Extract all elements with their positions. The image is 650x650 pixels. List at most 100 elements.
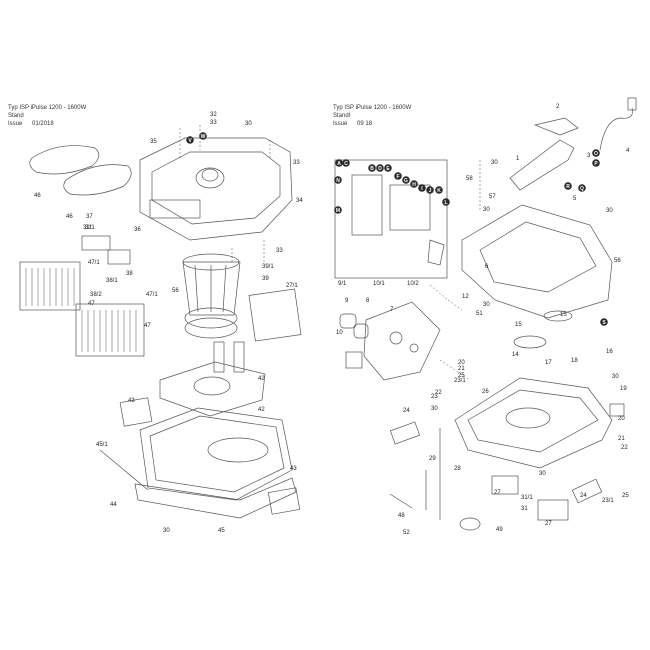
svg-text:R: R bbox=[566, 184, 570, 190]
right-issue-row: Issue 09 18 bbox=[333, 121, 373, 127]
right-part-number: 21 bbox=[618, 436, 625, 442]
left-part-number: 33 bbox=[210, 120, 217, 126]
right-part-number: 20 bbox=[458, 360, 465, 366]
right-part-number: 22 bbox=[621, 445, 628, 451]
svg-text:W: W bbox=[201, 134, 206, 140]
right-part-letter-badge: K bbox=[435, 186, 443, 194]
filter-pleats bbox=[25, 268, 137, 352]
left-stand-label: Stand bbox=[8, 113, 24, 119]
svg-text:F: F bbox=[396, 174, 399, 180]
right-part-number: 12 bbox=[462, 294, 469, 300]
right-part-number: 28 bbox=[454, 466, 461, 472]
right-part-letter-badge: I bbox=[418, 184, 426, 192]
right-part-letter-badge: O bbox=[592, 149, 600, 157]
carry-handle bbox=[509, 139, 575, 191]
right-part-number: 6 bbox=[485, 264, 489, 270]
container-base bbox=[134, 477, 297, 519]
right-part-letter-badge: F bbox=[394, 172, 402, 180]
left-title-block: Typ ISP iPulse 1200 - 1600W Stand Issue … bbox=[8, 104, 86, 128]
svg-text:A: A bbox=[337, 161, 341, 167]
control-knob bbox=[389, 331, 403, 345]
rod-part bbox=[99, 449, 149, 491]
foam-pad bbox=[248, 288, 302, 342]
suction-port bbox=[505, 407, 551, 429]
right-part-number: 27 bbox=[494, 490, 501, 496]
right-part-number: 24 bbox=[580, 493, 587, 499]
right-part-number: 16 bbox=[606, 349, 613, 355]
right-part-number: 29 bbox=[429, 456, 436, 462]
left-part-number: 38 bbox=[126, 271, 133, 277]
right-part-letter-badge: P bbox=[592, 159, 600, 167]
left-part-number: 47/1 bbox=[88, 260, 100, 266]
right-part-number: 23/1 bbox=[454, 378, 466, 384]
motor-cover bbox=[139, 137, 293, 241]
pin-part bbox=[389, 493, 413, 509]
right-part-number: 23/1 bbox=[602, 498, 614, 504]
left-part-number: 30 bbox=[163, 528, 170, 534]
right-part-number: 25 bbox=[458, 373, 465, 379]
svg-text:Q: Q bbox=[580, 186, 584, 192]
svg-text:K: K bbox=[437, 188, 441, 194]
right-part-number: 51 bbox=[476, 311, 483, 317]
dust-container bbox=[139, 407, 293, 501]
left-part-number: 38/1 bbox=[106, 278, 118, 284]
right-part-number: 52 bbox=[403, 530, 410, 536]
right-part-number: 7 bbox=[390, 307, 394, 313]
left-part-number: 31/1 bbox=[83, 225, 95, 231]
right-part-letter-badge: J bbox=[426, 186, 434, 194]
right-type-label: Typ ISP iPulse 1200 - 1600W bbox=[333, 105, 412, 111]
right-part-letter-badge: S bbox=[600, 318, 608, 326]
right-part-number: 5 bbox=[573, 196, 577, 202]
right-part-number: 8 bbox=[366, 298, 370, 304]
motor-cover-hub bbox=[195, 167, 225, 189]
right-stand-label: Standl bbox=[333, 113, 351, 119]
electronics-detail-frame bbox=[334, 159, 448, 279]
right-part-number: 56 bbox=[614, 258, 621, 264]
motor-ring bbox=[184, 317, 238, 339]
right-part-letter-badge: C bbox=[342, 159, 350, 167]
right-part-letter-badge: G bbox=[402, 176, 410, 184]
power-cable bbox=[599, 107, 633, 151]
svg-text:I: I bbox=[421, 186, 423, 192]
right-part-number: 14 bbox=[512, 352, 519, 358]
right-part-number: 30 bbox=[491, 160, 498, 166]
left-part-number: 44 bbox=[110, 502, 117, 508]
right-part-number: 30 bbox=[483, 207, 490, 213]
right-part-number: 23 bbox=[431, 394, 438, 400]
right-part-number: 25 bbox=[622, 493, 629, 499]
handle-grip bbox=[533, 117, 579, 136]
left-part-number: 37 bbox=[86, 214, 93, 220]
right-part-number: 10/2 bbox=[407, 281, 419, 287]
left-part-number: 39/1 bbox=[262, 264, 274, 270]
left-type-label: Typ ISP iPulse 1200 - 1600W bbox=[8, 105, 87, 111]
right-part-number: 30 bbox=[431, 406, 438, 412]
side-cover bbox=[119, 397, 153, 427]
filter-cassette-left bbox=[19, 261, 81, 311]
left-part-number: 46 bbox=[66, 214, 73, 220]
right-part-letter-badge: B bbox=[368, 164, 376, 172]
left-part-letter-badge: V bbox=[186, 136, 194, 144]
left-part-number: 42 bbox=[258, 376, 265, 382]
svg-text:P: P bbox=[594, 161, 598, 167]
svg-text:O: O bbox=[594, 151, 598, 157]
svg-text:B: B bbox=[370, 166, 374, 172]
side-cover-right bbox=[267, 487, 301, 515]
right-part-letter-badge: R bbox=[564, 182, 572, 190]
right-title-block: Typ ISP iPulse 1200 - 1600W Standl Issue… bbox=[333, 104, 411, 128]
right-part-number: 57 bbox=[489, 194, 496, 200]
left-part-number: 30 bbox=[245, 121, 252, 127]
left-part-number: 47 bbox=[144, 323, 151, 329]
svg-text:E: E bbox=[386, 166, 390, 172]
left-issue-row: Issue 01/2018 bbox=[8, 121, 54, 127]
valve-part bbox=[107, 249, 131, 265]
left-part-number: 27/1 bbox=[286, 283, 298, 289]
right-part-number: 1 bbox=[516, 156, 520, 162]
right-part-number: 15 bbox=[560, 312, 567, 318]
upper-housing bbox=[461, 204, 613, 319]
washer-part bbox=[459, 517, 481, 531]
left-part-number: 35 bbox=[150, 139, 157, 145]
left-part-number: 31 bbox=[85, 225, 92, 231]
right-part-number: 22 bbox=[435, 390, 442, 396]
right-part-letter-badge: L bbox=[442, 198, 450, 206]
